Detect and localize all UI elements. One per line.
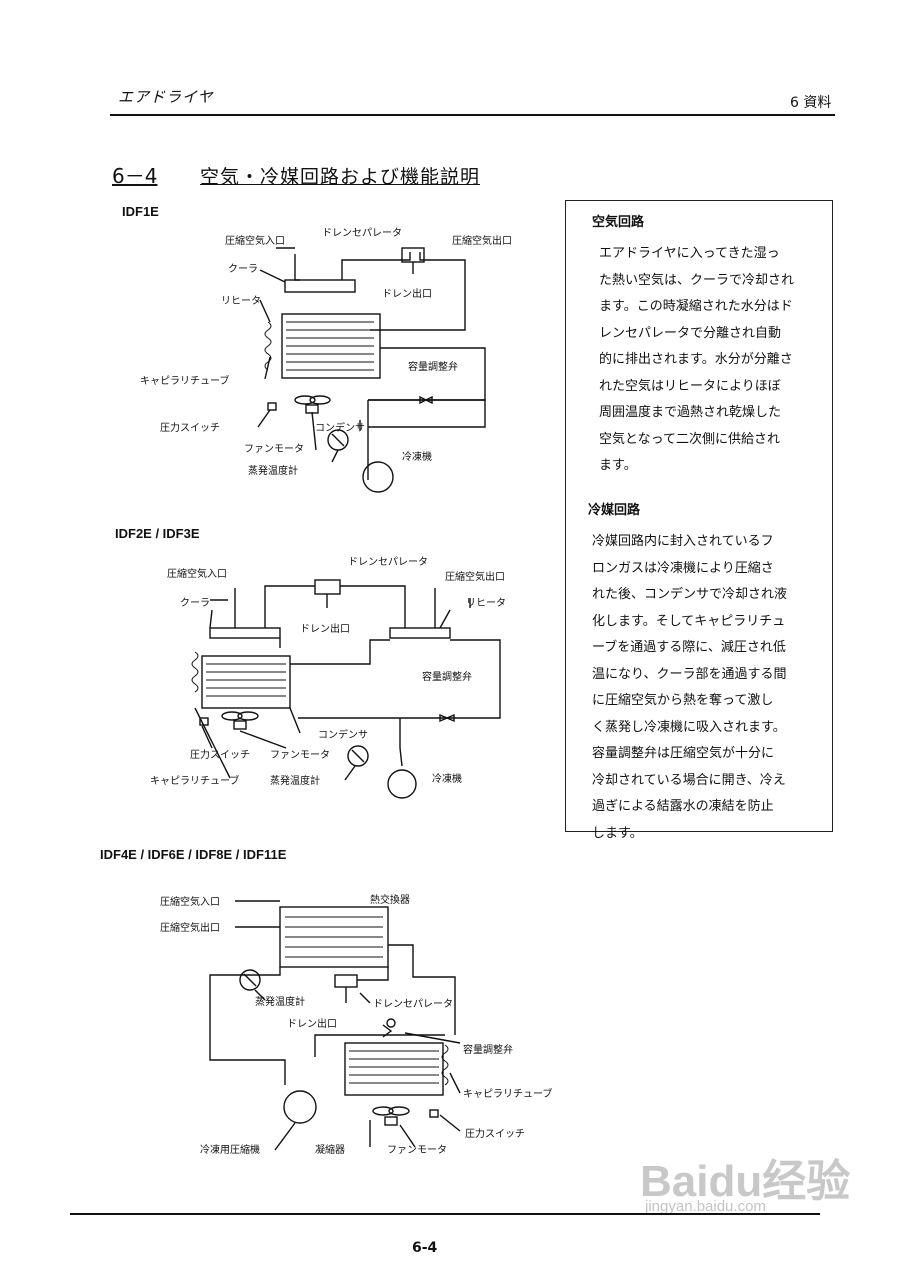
- baidu-watermark-logo: Baidu经验: [640, 1157, 851, 1206]
- section-number: 6－4: [112, 164, 158, 188]
- fig3-label-air-out: 圧縮空気出口: [160, 921, 220, 934]
- fig2-label-cooler: クーラ: [180, 597, 210, 609]
- fig3-label-compressor: 冷凍用圧縮機: [200, 1143, 260, 1156]
- fig3-label-air-in: 圧縮空気入口: [160, 895, 220, 908]
- footer-divider: [70, 1213, 820, 1215]
- figure2-model: IDF2E / IDF3E: [115, 526, 200, 541]
- fig2-label-air-in: 圧縮空気入口: [167, 567, 227, 580]
- page-number: 6-4: [412, 1240, 438, 1256]
- figure3-diagram: 圧縮空気入口 圧縮空気出口 熱交換器 蒸発温度計 ドレンセパレータ ドレン出口 …: [160, 893, 552, 1156]
- fig2-label-drain-out: ドレン出口: [300, 622, 350, 635]
- fig3-label-fan-motor: ファンモータ: [387, 1144, 447, 1156]
- fig1-label-valve: 容量調整弁: [408, 360, 458, 373]
- fig2-label-evap-gauge: 蒸発温度計: [270, 774, 320, 787]
- fig2-label-compressor: 冷凍機: [432, 772, 462, 785]
- fig2-label-fan-motor: ファンモータ: [270, 749, 330, 761]
- fig2-label-condenser: コンデンサ: [318, 728, 368, 741]
- fig1-label-reheater: リヒータ: [221, 295, 261, 307]
- refrigerant-circuit-text: 冷媒回路内に封入されているフ ロンガスは冷凍機により圧縮さ れた後、コンデンサで…: [592, 534, 788, 841]
- fig3-label-evap-gauge: 蒸発温度計: [255, 995, 305, 1008]
- air-circuit-heading: 空気回路: [592, 215, 645, 230]
- fig3-label-drain-out: ドレン出口: [287, 1017, 337, 1030]
- fig2-label-pressure-switch: 圧力スイッチ: [190, 748, 250, 761]
- figure1-model: IDF1E: [122, 204, 159, 219]
- fig1-label-air-in: 圧縮空気入口: [225, 234, 285, 247]
- fig1-label-drain-out: ドレン出口: [382, 287, 432, 300]
- fig1-label-fan-motor: ファンモータ: [244, 443, 304, 455]
- fig1-label-air-out: 圧縮空気出口: [452, 234, 512, 247]
- fig2-label-drain-separator: ドレンセパレータ: [348, 556, 428, 568]
- fig3-label-valve: 容量調整弁: [463, 1043, 513, 1056]
- fig3-label-capillary: キャピラリチューブ: [463, 1087, 552, 1100]
- header-section: 6 資料: [790, 95, 832, 111]
- fig2-label-valve: 容量調整弁: [422, 670, 472, 683]
- figure1-diagram: 圧縮空気入口 ドレンセパレータ 圧縮空気出口 クーラ ドレン出口 リヒータ 容量…: [140, 227, 512, 493]
- fig2-label-capillary: キャピラリチューブ: [150, 774, 239, 787]
- figure2-diagram: ドレンセパレータ 圧縮空気入口 圧縮空気出口 クーラ リヒータ ドレン出口 容量…: [150, 556, 506, 799]
- header-title: エアドライヤ: [118, 88, 214, 106]
- fig1-label-condenser: コンデンサ: [315, 421, 365, 434]
- section-title: 空気・冷媒回路および機能説明: [200, 166, 481, 188]
- fig1-label-capillary: キャピラリチューブ: [140, 374, 229, 387]
- fig1-label-cooler: クーラ: [228, 263, 258, 275]
- fig1-label-pressure-switch: 圧力スイッチ: [160, 421, 220, 434]
- baidu-watermark-url: jingyan.baidu.com: [645, 1198, 766, 1215]
- fig3-label-drain-separator: ドレンセパレータ: [373, 998, 453, 1010]
- fig3-label-pressure-switch: 圧力スイッチ: [465, 1127, 525, 1140]
- fig3-label-condenser: 凝縮器: [315, 1143, 345, 1156]
- figure3-model: IDF4E / IDF6E / IDF8E / IDF11E: [100, 847, 287, 862]
- fig2-label-reheater: リヒータ: [466, 597, 506, 609]
- fig1-label-evap-gauge: 蒸発温度計: [248, 464, 298, 477]
- fig2-label-air-out: 圧縮空気出口: [445, 570, 505, 583]
- air-circuit-text: エアドライヤに入ってきた湿っ た熱い空気は、クーラで冷却され ます。この時凝縮さ…: [599, 246, 795, 473]
- header-divider: [110, 114, 835, 116]
- fig3-label-heat-exchanger: 熱交換器: [370, 893, 410, 906]
- fig1-label-compressor: 冷凍機: [402, 450, 432, 463]
- explanation-box: 空気回路 エアドライヤに入ってきた湿っ た熱い空気は、クーラで冷却され ます。こ…: [565, 200, 833, 841]
- fig1-label-drain-separator: ドレンセパレータ: [322, 227, 402, 239]
- refrigerant-circuit-heading: 冷媒回路: [588, 503, 641, 518]
